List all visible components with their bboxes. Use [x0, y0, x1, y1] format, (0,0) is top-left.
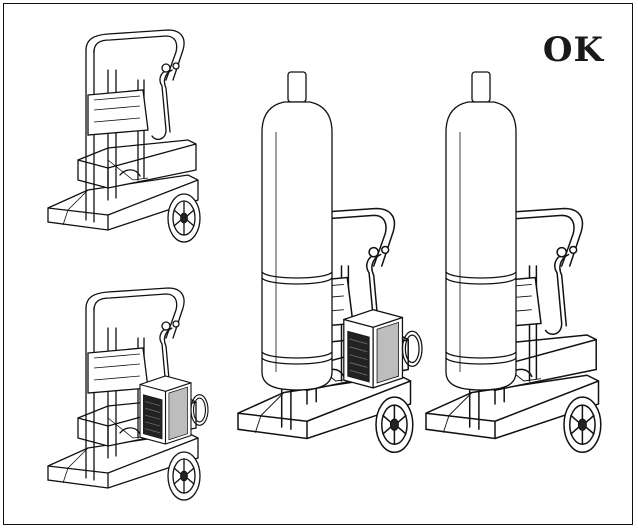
cylinder-right	[445, 71, 517, 391]
ok-label: OK	[542, 30, 604, 70]
cylinder-middle	[261, 71, 333, 391]
trolley-empty-illustration	[47, 29, 201, 243]
trolley-with-machine-illustration	[47, 287, 209, 501]
